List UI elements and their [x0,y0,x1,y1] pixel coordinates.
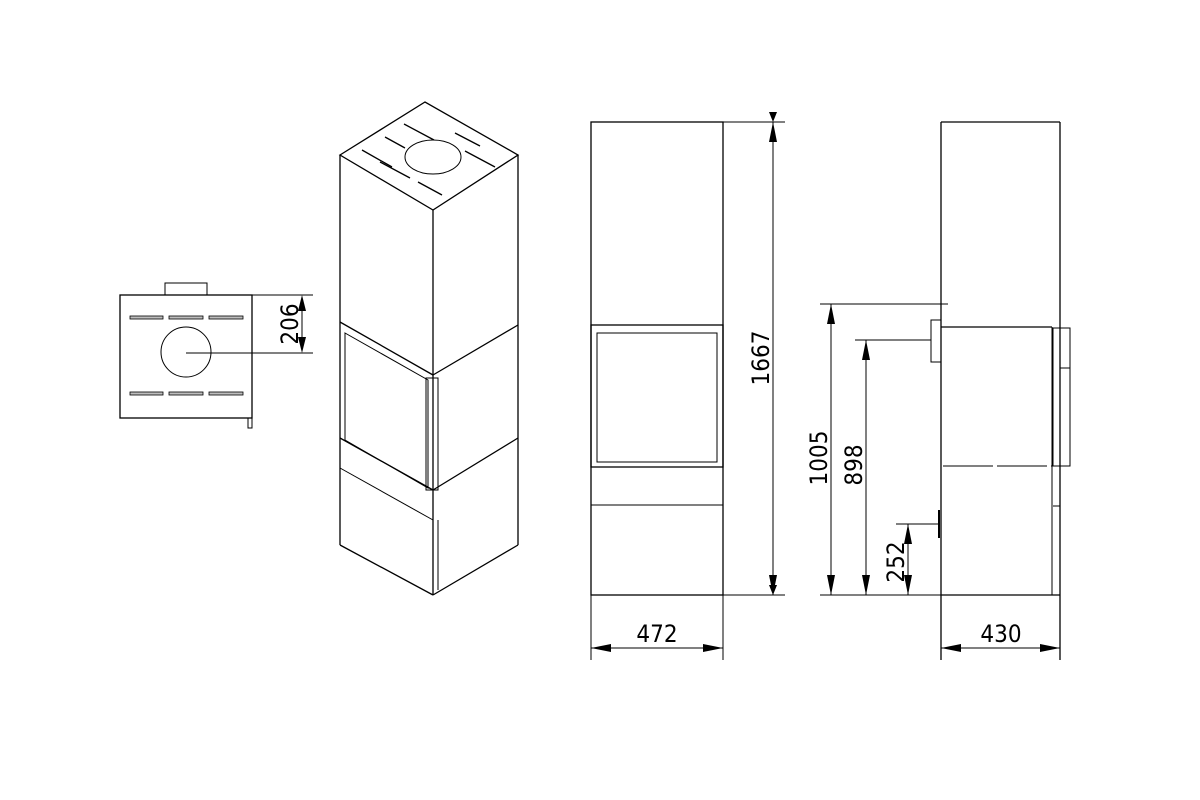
isometric-view [338,101,520,596]
dim-air-inlet-height: 252 [882,541,910,582]
dim-front-width: 472 [636,620,677,648]
dim-flue-height-rear: 898 [840,444,868,485]
dim-total-height: 1667 [747,331,775,386]
top-view: 206 [119,282,313,429]
flue-collar-rear [930,319,942,363]
flue-collar [164,282,208,296]
dim-depth: 430 [980,620,1021,648]
flue-opening [160,326,212,378]
door-glass [596,332,718,463]
front-view: 1667 472 [590,112,785,660]
door-glass-side [344,332,429,489]
door-handle-profile [1052,327,1071,467]
dim-flue-offset: 206 [276,303,304,344]
dim-flue-height-top: 1005 [805,431,833,486]
side-view: 1005 898 252 430 [805,121,1071,660]
